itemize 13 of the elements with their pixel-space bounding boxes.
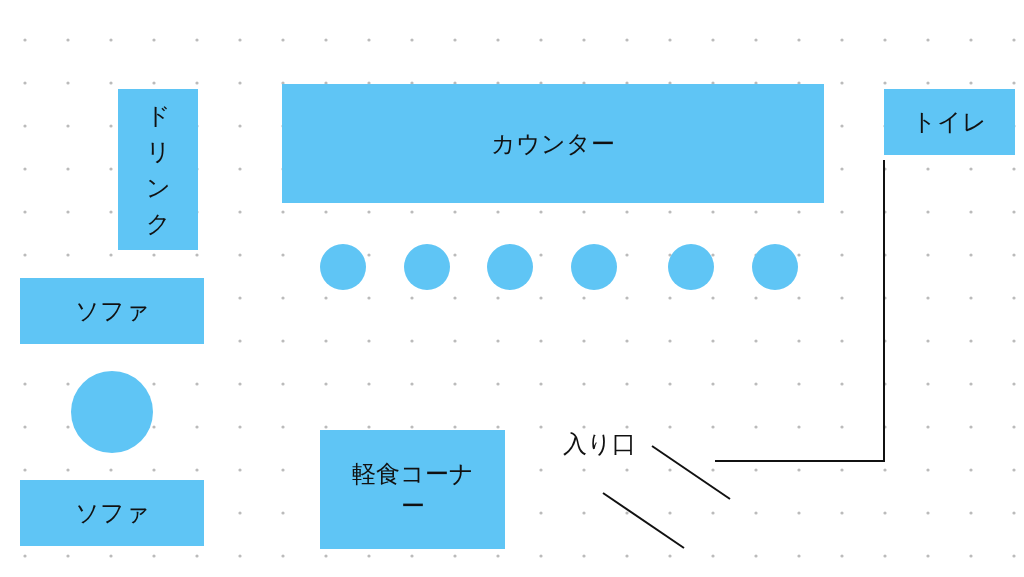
stool [404,244,450,290]
stool [668,244,714,290]
stool [320,244,366,290]
stool [571,244,617,290]
toilet: トイレ [884,89,1015,155]
stool [752,244,798,290]
stool [487,244,533,290]
snack-corner: 軽食コーナー [320,430,505,549]
sofa: ソファ [20,480,204,546]
sofa: ソファ [20,278,204,344]
drink-area: ドリンク [118,89,198,250]
entrance-label: 入り口 [563,429,636,460]
counter: カウンター [282,84,824,203]
